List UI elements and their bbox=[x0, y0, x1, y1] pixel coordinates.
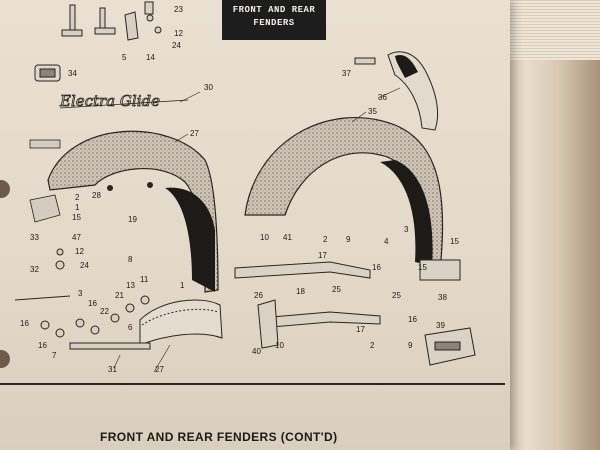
part-number: 9 bbox=[346, 235, 351, 244]
part-number: 3 bbox=[78, 289, 83, 298]
part-number: 12 bbox=[174, 29, 183, 38]
part-number: 2 bbox=[323, 235, 328, 244]
part-number: 5 bbox=[122, 53, 127, 62]
part-number: 27 bbox=[190, 129, 199, 138]
part-number: 3 bbox=[404, 225, 409, 234]
front-fender-inner bbox=[165, 187, 215, 292]
binder-hole bbox=[0, 180, 10, 198]
header-line-1: FRONT AND REAR bbox=[232, 5, 316, 15]
part-number: 22 bbox=[100, 307, 109, 316]
part-number: 6 bbox=[128, 323, 133, 332]
part-number: 2 bbox=[75, 193, 80, 202]
rear-fender-inner bbox=[380, 160, 433, 266]
part-number: 25 bbox=[392, 291, 401, 300]
hardware-group-top bbox=[61, 1, 162, 41]
part-number: 21 bbox=[115, 291, 124, 300]
leader-lines bbox=[113, 87, 401, 373]
page-edges bbox=[500, 0, 600, 60]
part-number: 17 bbox=[356, 325, 365, 334]
part-number: 33 bbox=[30, 233, 39, 242]
part-number: 15 bbox=[418, 263, 427, 272]
binder-hole bbox=[0, 350, 10, 368]
part-number: 14 bbox=[146, 53, 155, 62]
part-number: 15 bbox=[72, 213, 81, 222]
part-number: 47 bbox=[72, 233, 81, 242]
part-number: 23 bbox=[174, 5, 183, 14]
mounting-hardware-left bbox=[14, 248, 151, 350]
manual-page: FRONT AND REAR FENDERS Ele bbox=[0, 0, 510, 450]
part-number: 38 bbox=[438, 293, 447, 302]
part-number: 35 bbox=[368, 107, 377, 116]
part-number: 1 bbox=[180, 281, 185, 290]
part-number: 12 bbox=[75, 247, 84, 256]
part-number: 2 bbox=[370, 341, 375, 350]
part-number: 32 bbox=[30, 265, 39, 274]
part-number: 7 bbox=[52, 351, 57, 360]
part-number: 24 bbox=[172, 41, 181, 50]
badge-34 bbox=[34, 64, 61, 82]
part-number: 11 bbox=[140, 275, 149, 284]
rear-fender-tip bbox=[387, 51, 439, 131]
part-number: 4 bbox=[384, 237, 389, 246]
part-number: 16 bbox=[38, 341, 47, 350]
part-number: 27 bbox=[155, 365, 164, 374]
part-number: 37 bbox=[342, 69, 351, 78]
part-number: 16 bbox=[20, 319, 29, 328]
electra-glide-script: Electra Glide bbox=[59, 92, 160, 110]
part-number: 39 bbox=[436, 321, 445, 330]
part-number: 34 bbox=[68, 69, 77, 78]
part-number: 31 bbox=[108, 365, 117, 374]
part-number: 36 bbox=[378, 93, 387, 102]
part-number: 8 bbox=[128, 255, 133, 264]
book-page-stack bbox=[495, 0, 600, 450]
part-number: 10 bbox=[275, 341, 284, 350]
part-number: 19 bbox=[128, 215, 137, 224]
part-number: 30 bbox=[204, 83, 213, 92]
part-number: 17 bbox=[318, 251, 327, 260]
header-line-2: FENDERS bbox=[253, 18, 295, 28]
rear-supports bbox=[234, 259, 476, 366]
parts-diagram: Electra Glide bbox=[14, 1, 476, 374]
part-number: 9 bbox=[408, 341, 413, 350]
part-number: 40 bbox=[252, 347, 261, 356]
front-fender bbox=[47, 130, 219, 293]
section-header: FRONT AND REAR FENDERS bbox=[222, 0, 326, 40]
part-number: 1 bbox=[75, 203, 80, 212]
part-number: 18 bbox=[296, 287, 305, 296]
part-number: 24 bbox=[80, 261, 89, 270]
page-caption: FRONT AND REAR FENDERS (CONT'D) bbox=[100, 430, 338, 444]
part-number: 16 bbox=[408, 315, 417, 324]
part-number: 26 bbox=[254, 291, 263, 300]
part-number: 13 bbox=[126, 281, 135, 290]
part-number: 16 bbox=[372, 263, 381, 272]
part-number-labels: 23 12 24 5 14 34 30 27 28 2 1 15 19 33 4… bbox=[20, 5, 459, 374]
rear-fender bbox=[244, 116, 444, 271]
part-number: 25 bbox=[332, 285, 341, 294]
small-emblems bbox=[29, 139, 61, 223]
part-number: 16 bbox=[88, 299, 97, 308]
part-number: 10 bbox=[260, 233, 269, 242]
page-divider bbox=[0, 383, 505, 385]
part-number: 15 bbox=[450, 237, 459, 246]
part-number: 28 bbox=[92, 191, 101, 200]
part-number: 41 bbox=[283, 233, 292, 242]
